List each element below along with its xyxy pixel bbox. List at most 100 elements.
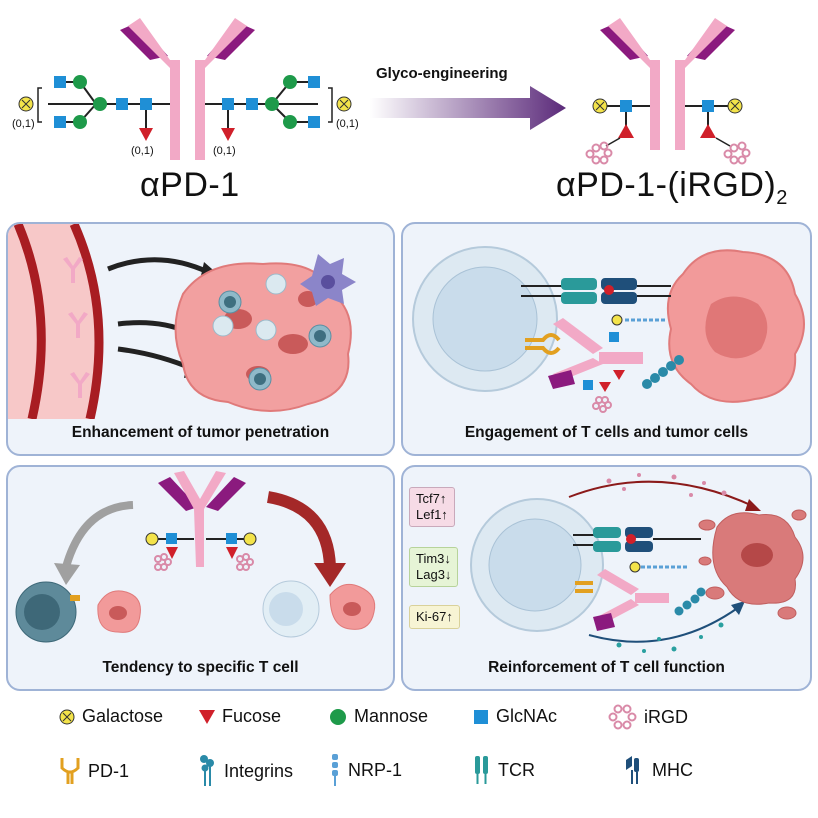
fucose-icon [221,128,235,141]
glcnac-icon [226,533,237,544]
antibody-icon [63,257,83,283]
irgd-icon [608,704,637,730]
glcnac-icon [609,332,619,342]
galactose-icon [59,709,75,724]
marker-line: Lag3↓ [416,567,452,582]
galactose-icon [629,561,641,573]
mannose-icon [283,115,297,129]
nrp-1-icon [332,754,338,786]
fucose-icon [166,547,178,559]
irgd-icon [723,141,751,165]
glcnac-icon [583,380,593,390]
mannose-icon [73,75,87,89]
tcr-icon [593,527,621,538]
tcr-icon [475,756,488,784]
legend-label: Mannose [354,706,429,726]
legend-label: Fucose [222,706,282,726]
irgd-icon [154,553,172,571]
marker-line: Lef1↑ [416,507,448,522]
glcnac-icon [166,533,177,544]
glcnac-icon [140,98,152,110]
galactose-icon [145,532,159,546]
mannose-icon [283,75,297,89]
fucose-icon [599,382,611,392]
fucose-icon [226,547,238,559]
legend-item-pd-1: PD-1 [58,756,129,786]
legend-item-nrp-1: NRP-1 [328,752,402,788]
antibody-icon [553,318,603,354]
marker-line: Tim3↓ [416,551,451,566]
antibody-heavy-chain-left [128,18,180,160]
galactose-icon [611,314,623,326]
irgd-icon [585,141,613,165]
t-cell-function-illustration [470,473,807,653]
legend-item-tcr: TCR [472,754,535,786]
occupancy-label-left-outer: (0,1) [12,118,35,130]
panel-t-cell-function: Tcf7↑ Lef1↑ Tim3↓ Lag3↓ Ki-67↑ [401,465,812,691]
fucose-icon [618,124,634,138]
occupancy-label-left-fucose: (0,1) [131,145,154,157]
glcnac-icon [246,98,258,110]
glyco-engineering-label: Glyco-engineering [376,65,508,82]
irgd-icon [592,396,612,413]
glcnac-icon [702,100,714,112]
antibody-native-diagram [18,18,352,160]
engagement-illustration [412,246,805,413]
legend-item-irgd: iRGD [608,704,688,730]
legend-item-mhc: MHC [622,754,693,786]
antibody-heavy-chain-right [195,18,247,160]
native-antibody-title: αPD-1 [140,166,240,204]
antibody-icon [70,372,90,398]
occupancy-label-right-fucose: (0,1) [213,145,236,157]
legend-item-glcnac: GlcNAc [472,706,557,727]
antibody-icon [174,471,226,567]
panel-caption: Engagement of T cells and tumor cells [464,424,749,441]
mannose-icon [265,97,279,111]
fucose-icon [199,709,215,724]
engineered-antibody-title-main: αPD-1-(iRGD) [556,166,777,204]
legend-item-galactose: Galactose [58,706,163,727]
marker-exhaustion: Tim3↓ Lag3↓ [409,547,459,587]
fucose-icon [700,124,716,138]
panel-caption: Reinforcement of T cell function [488,659,725,676]
legend-label: Integrins [224,760,294,781]
tcr-icon [593,541,621,552]
glcnac-icon [54,76,66,88]
engineered-antibody-title: αPD-1-(iRGD)2 [556,166,788,210]
mannose-icon [93,97,107,111]
panel-caption: Tendency to specific T cell [102,659,299,676]
mannose-icon [73,115,87,129]
legend-item-mannose: Mannose [328,706,428,727]
integrin-icon [200,755,214,786]
fucose-icon [613,370,625,380]
irgd-icon [236,553,254,571]
legend-label: TCR [498,759,535,780]
mannose-icon [330,708,346,725]
mhc-icon [626,756,639,784]
mhc-icon [601,292,637,304]
legend-label: PD-1 [88,760,130,781]
glcnac-icon [620,100,632,112]
pd-1-icon [60,758,80,784]
engineered-antibody-title-sub: 2 [776,186,788,209]
pd-1-icon [575,581,593,593]
galactose-icon [243,532,257,546]
t-cell-icon [265,273,287,295]
legend-label: MHC [652,759,693,780]
fucose-icon [139,128,153,141]
pd-1-icon [525,333,561,355]
integrin-icon [674,606,684,616]
marker-line: Ki-67↑ [416,609,453,624]
panel-caption: Enhancement of tumor penetration [71,424,330,441]
marker-line: Tcf7↑ [416,491,447,506]
panel-tumor-penetration: Enhancement of tumor penetration [6,222,395,456]
t-cell-icon [255,319,277,341]
glyco-engineering-arrow-icon [370,86,566,130]
marker-stemness: Tcf7↑ Lef1↑ [409,487,455,527]
glcnac-icon [54,116,66,128]
legend-label: Galactose [82,706,164,726]
glcnac-icon [474,709,488,724]
occupancy-label-right-outer: (0,1) [336,118,359,130]
panel-specific-t-cell: Tendency to specific T cell [6,465,395,691]
legend-label: iRGD [644,706,688,727]
